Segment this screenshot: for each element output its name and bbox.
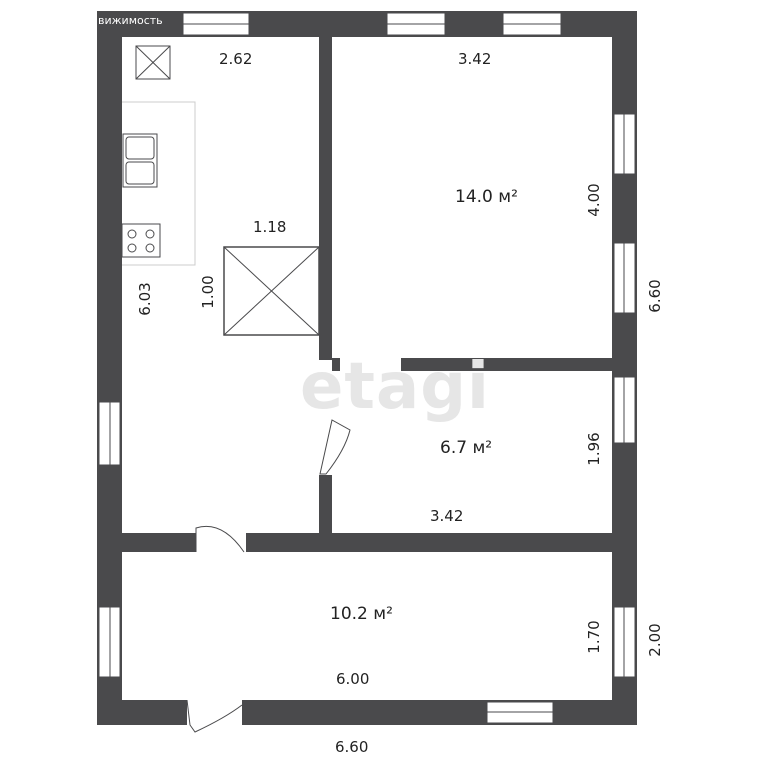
room-middle-right-length: 1.96: [585, 432, 603, 465]
wall-vertical-lower: [319, 475, 332, 535]
kitchen-width: 2.62: [219, 50, 252, 68]
oven-block-icon: [223, 246, 320, 336]
stove-block-length: 1.00: [199, 275, 217, 308]
room-bottom-width: 6.00: [336, 670, 369, 688]
room-top-right-width: 3.42: [458, 50, 491, 68]
wall-partition: [401, 358, 612, 371]
room-middle-right-area: 6.7 м²: [440, 438, 492, 458]
door-swing-middle: [195, 526, 245, 553]
window-lines: [109, 23, 625, 713]
wall-horizontal-middle: [97, 533, 637, 552]
outer-height-bottom: 2.00: [646, 623, 664, 656]
stove-block-width: 1.18: [253, 218, 286, 236]
outer-height-total: 6.60: [646, 279, 664, 312]
wall-vertical-upper: [319, 37, 332, 360]
room-bottom-area: 10.2 м²: [330, 604, 393, 624]
vent-icon: [135, 45, 171, 80]
sink-icon: [122, 133, 158, 188]
dimension-labels: 2.62 6.03 1.18 1.00 3.42 14.0 м² 4.00 6.…: [136, 50, 664, 756]
door-swing-bottom: [186, 699, 243, 733]
room-bottom-length: 1.70: [585, 620, 603, 653]
counter-outline: [122, 101, 196, 266]
wall-bottom: [97, 700, 637, 725]
kitchen-length: 6.03: [136, 282, 154, 315]
room-top-right-length: 4.00: [585, 183, 603, 216]
outer-width-total: 6.60: [335, 738, 368, 756]
door-swing-vertical: [319, 419, 351, 475]
room-middle-right-width: 3.42: [430, 507, 463, 525]
doors: [186, 419, 351, 733]
corner-label: вижимость: [98, 14, 163, 27]
windows: [98, 12, 636, 724]
wall-partition-stub: [332, 358, 340, 371]
watermark: etagi: [300, 350, 490, 424]
room-top-right-area: 14.0 м²: [455, 187, 518, 207]
wall-left: [97, 11, 122, 725]
stove-icon: [121, 223, 161, 258]
kitchen-fixtures: [121, 45, 320, 336]
